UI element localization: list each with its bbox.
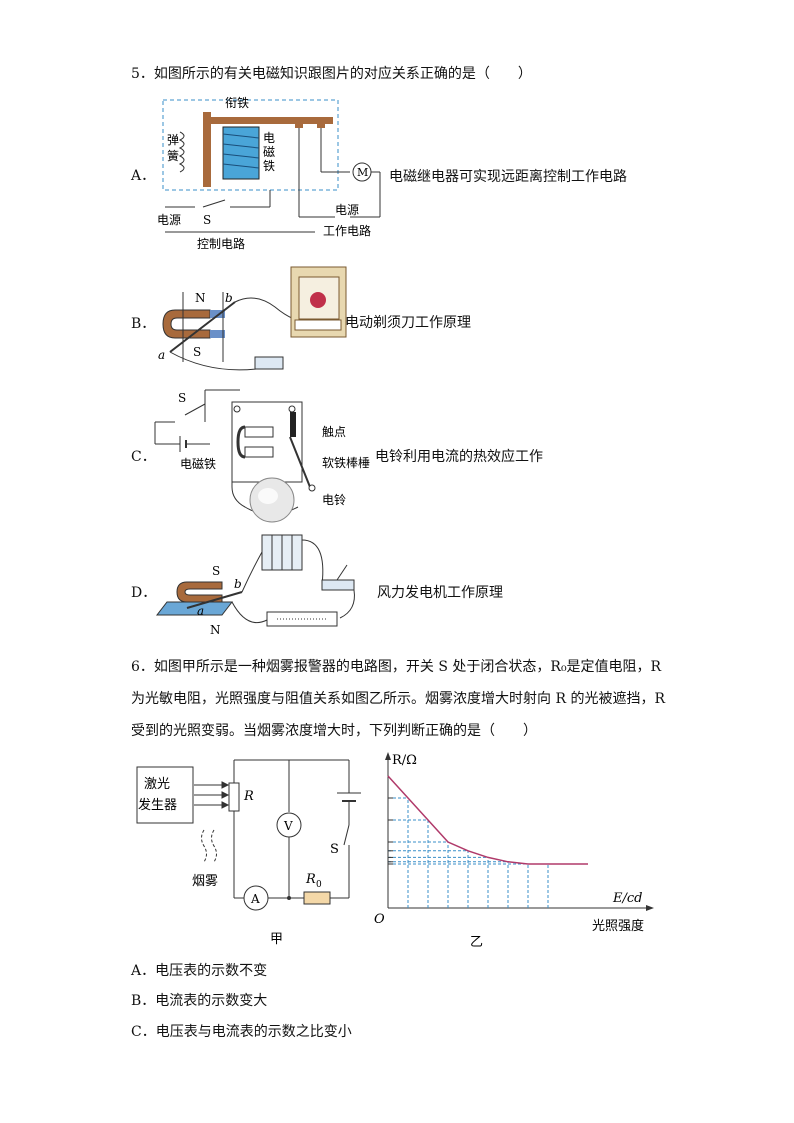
bell-diagram: S 电磁铁 触点 软铁棒棰 电铃 <box>154 389 370 523</box>
svg-text:b: b <box>234 577 242 591</box>
electromagnet-coil <box>222 126 260 180</box>
q6-option-a: A．电压表的示数不变 <box>131 963 268 979</box>
resistance-light-chart: R/Ω E/cd O 光照强度 乙 <box>374 752 654 950</box>
photoresistor <box>228 782 240 812</box>
generator-diagram: S b a N <box>155 534 355 637</box>
svg-text:铁: 铁 <box>263 159 275 173</box>
armature <box>203 117 333 124</box>
y-axis-label: R/Ω <box>392 753 417 768</box>
svg-text:R: R <box>305 872 316 887</box>
q5-option-a-text: 电磁继电器可实现远距离控制工作电路 <box>389 169 627 185</box>
switch <box>254 356 284 370</box>
svg-text:M: M <box>357 166 368 179</box>
svg-text:弹: 弹 <box>167 133 179 147</box>
svg-text:V: V <box>283 819 293 833</box>
control-box <box>162 99 339 191</box>
svg-text:N: N <box>195 291 206 305</box>
svg-text:0: 0 <box>316 880 322 890</box>
svg-text:N: N <box>210 623 221 637</box>
svg-text:a: a <box>197 604 204 618</box>
svg-text:电源: 电源 <box>335 203 359 217</box>
svg-text:衔铁: 衔铁 <box>225 96 249 110</box>
svg-text:甲: 甲 <box>270 932 283 947</box>
q6-option-c: C．电压表与电流表的示数之比变小 <box>131 1024 352 1040</box>
q5-option-b-letter: B． <box>131 316 156 332</box>
svg-text:A: A <box>250 892 260 906</box>
svg-text:a: a <box>158 348 165 362</box>
svg-text:磁: 磁 <box>263 144 275 159</box>
shaver-diagram: N b S a <box>158 266 347 371</box>
q5-option-d-text: 风力发电机工作原理 <box>377 585 503 601</box>
svg-text:S: S <box>203 213 211 227</box>
q5-option-d-letter: D． <box>131 585 157 601</box>
svg-text:烟雾: 烟雾 <box>192 874 218 889</box>
svg-text:触点: 触点 <box>322 425 346 439</box>
svg-text:电: 电 <box>263 131 275 145</box>
svg-text:R: R <box>243 789 254 804</box>
x-axis-label: E/cd <box>612 891 642 906</box>
q6-stem-line-1: 6．如图甲所示是一种烟雾报警器的电路图，开关 S 处于闭合状态，R₀是定值电阻，… <box>131 659 662 675</box>
q6-option-b: B．电流表的示数变大 <box>131 993 268 1009</box>
spring <box>178 131 185 173</box>
x-axis-name: 光照强度 <box>592 918 644 934</box>
q6-stem-line-2: 为光敏电阻，光照强度与阻值关系如图乙所示。烟雾浓度增大时射向 R 的光被遮挡，R <box>131 691 665 707</box>
svg-text:S: S <box>193 345 201 359</box>
q5-stem: 5．如图所示的有关电磁知识跟图片的对应关系正确的是（ ） <box>131 66 532 82</box>
resistance-curve <box>387 775 588 865</box>
chart-caption: 乙 <box>470 935 483 950</box>
svg-text:电磁铁: 电磁铁 <box>180 456 216 471</box>
svg-text:簧: 簧 <box>167 148 179 163</box>
fixed-resistor <box>303 891 331 905</box>
q5-option-b-text: 电动剃须刀工作原理 <box>345 315 471 331</box>
hammer <box>289 436 311 488</box>
svg-text:控制电路: 控制电路 <box>197 236 245 251</box>
frame <box>203 112 211 187</box>
conductor-rod <box>169 301 236 353</box>
svg-text:b: b <box>225 291 233 305</box>
relay-diagram: M 衔铁 弹 簧 电 磁 铁 电源 S 控制电路 电源 工作电路 <box>157 96 381 251</box>
svg-text:S: S <box>178 391 186 405</box>
svg-text:软铁棒棰: 软铁棒棰 <box>322 456 370 470</box>
smoke-alarm-circuit: 激光 发生器 R V S A R 0 烟雾 甲 <box>136 759 361 947</box>
svg-text:S: S <box>212 564 220 578</box>
svg-text:电源: 电源 <box>157 213 181 227</box>
svg-text:电铃: 电铃 <box>322 492 346 507</box>
switch <box>321 579 355 591</box>
svg-text:发生器: 发生器 <box>138 797 177 813</box>
origin-label: O <box>374 912 385 927</box>
svg-text:工作电路: 工作电路 <box>323 223 371 238</box>
q6-stem-line-3: 受到的光照变弱。当烟雾浓度增大时，下列判断正确的是（ ） <box>131 723 537 739</box>
q5-option-c-letter: C． <box>131 449 156 465</box>
q5-option-a-letter: A． <box>131 168 156 184</box>
q5-option-c-text: 电铃利用电流的热效应工作 <box>375 449 543 465</box>
svg-text:激光: 激光 <box>144 777 170 792</box>
laser-box <box>136 766 194 824</box>
svg-text:S: S <box>330 842 339 857</box>
